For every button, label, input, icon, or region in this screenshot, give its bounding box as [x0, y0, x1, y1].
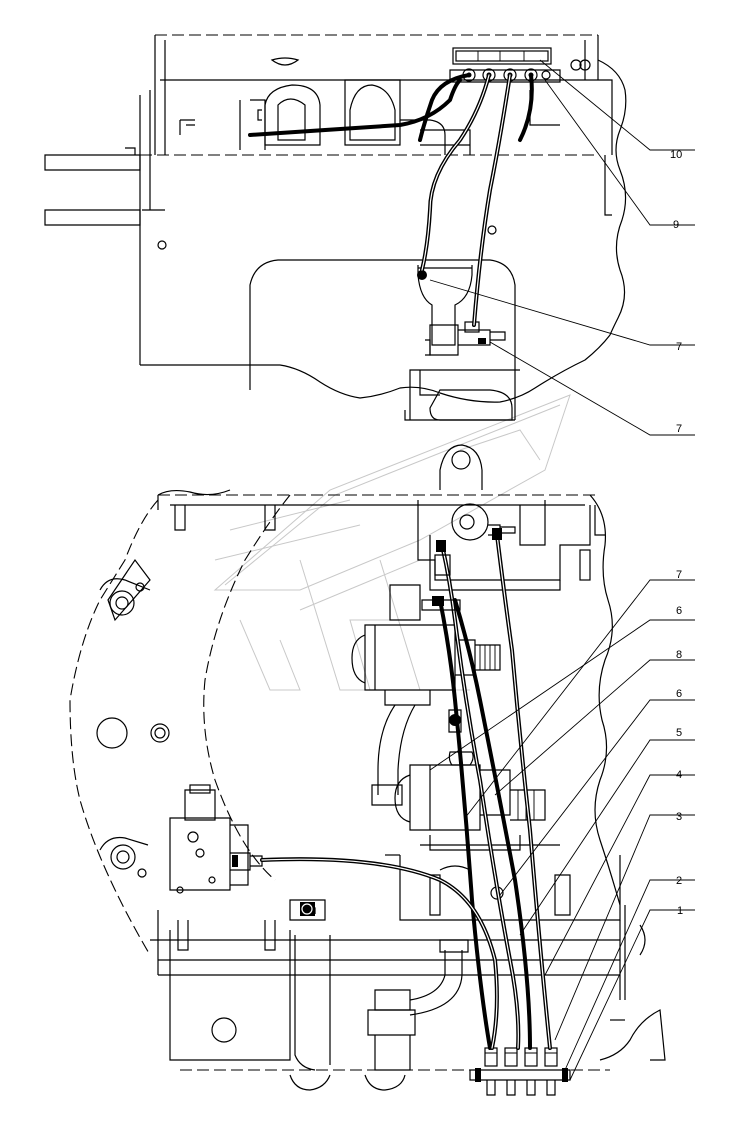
callout-10: 10 — [670, 149, 682, 161]
callout-7-upper: 7 — [676, 341, 682, 353]
callout-7-middle: 7 — [676, 423, 682, 435]
watermark-logo — [213, 394, 571, 691]
callout-9: 9 — [673, 219, 679, 231]
callout-3: 3 — [676, 811, 682, 823]
callout-7-lower: 7 — [676, 569, 682, 581]
callout-labels: 10 9 7 7 7 6 8 6 5 4 3 2 1 — [670, 149, 683, 917]
lower-assembly — [69, 444, 666, 1096]
leader-lines — [429, 59, 695, 1081]
callout-6-lower: 6 — [676, 688, 682, 700]
callout-2: 2 — [676, 875, 682, 887]
lower-hoses — [260, 528, 552, 1050]
callout-5: 5 — [676, 727, 682, 739]
callout-1: 1 — [677, 905, 683, 917]
callout-8: 8 — [676, 649, 682, 661]
upper-assembly — [44, 34, 627, 421]
callout-6-upper: 6 — [676, 605, 682, 617]
callout-4: 4 — [676, 769, 682, 781]
upper-hoses — [248, 73, 534, 327]
